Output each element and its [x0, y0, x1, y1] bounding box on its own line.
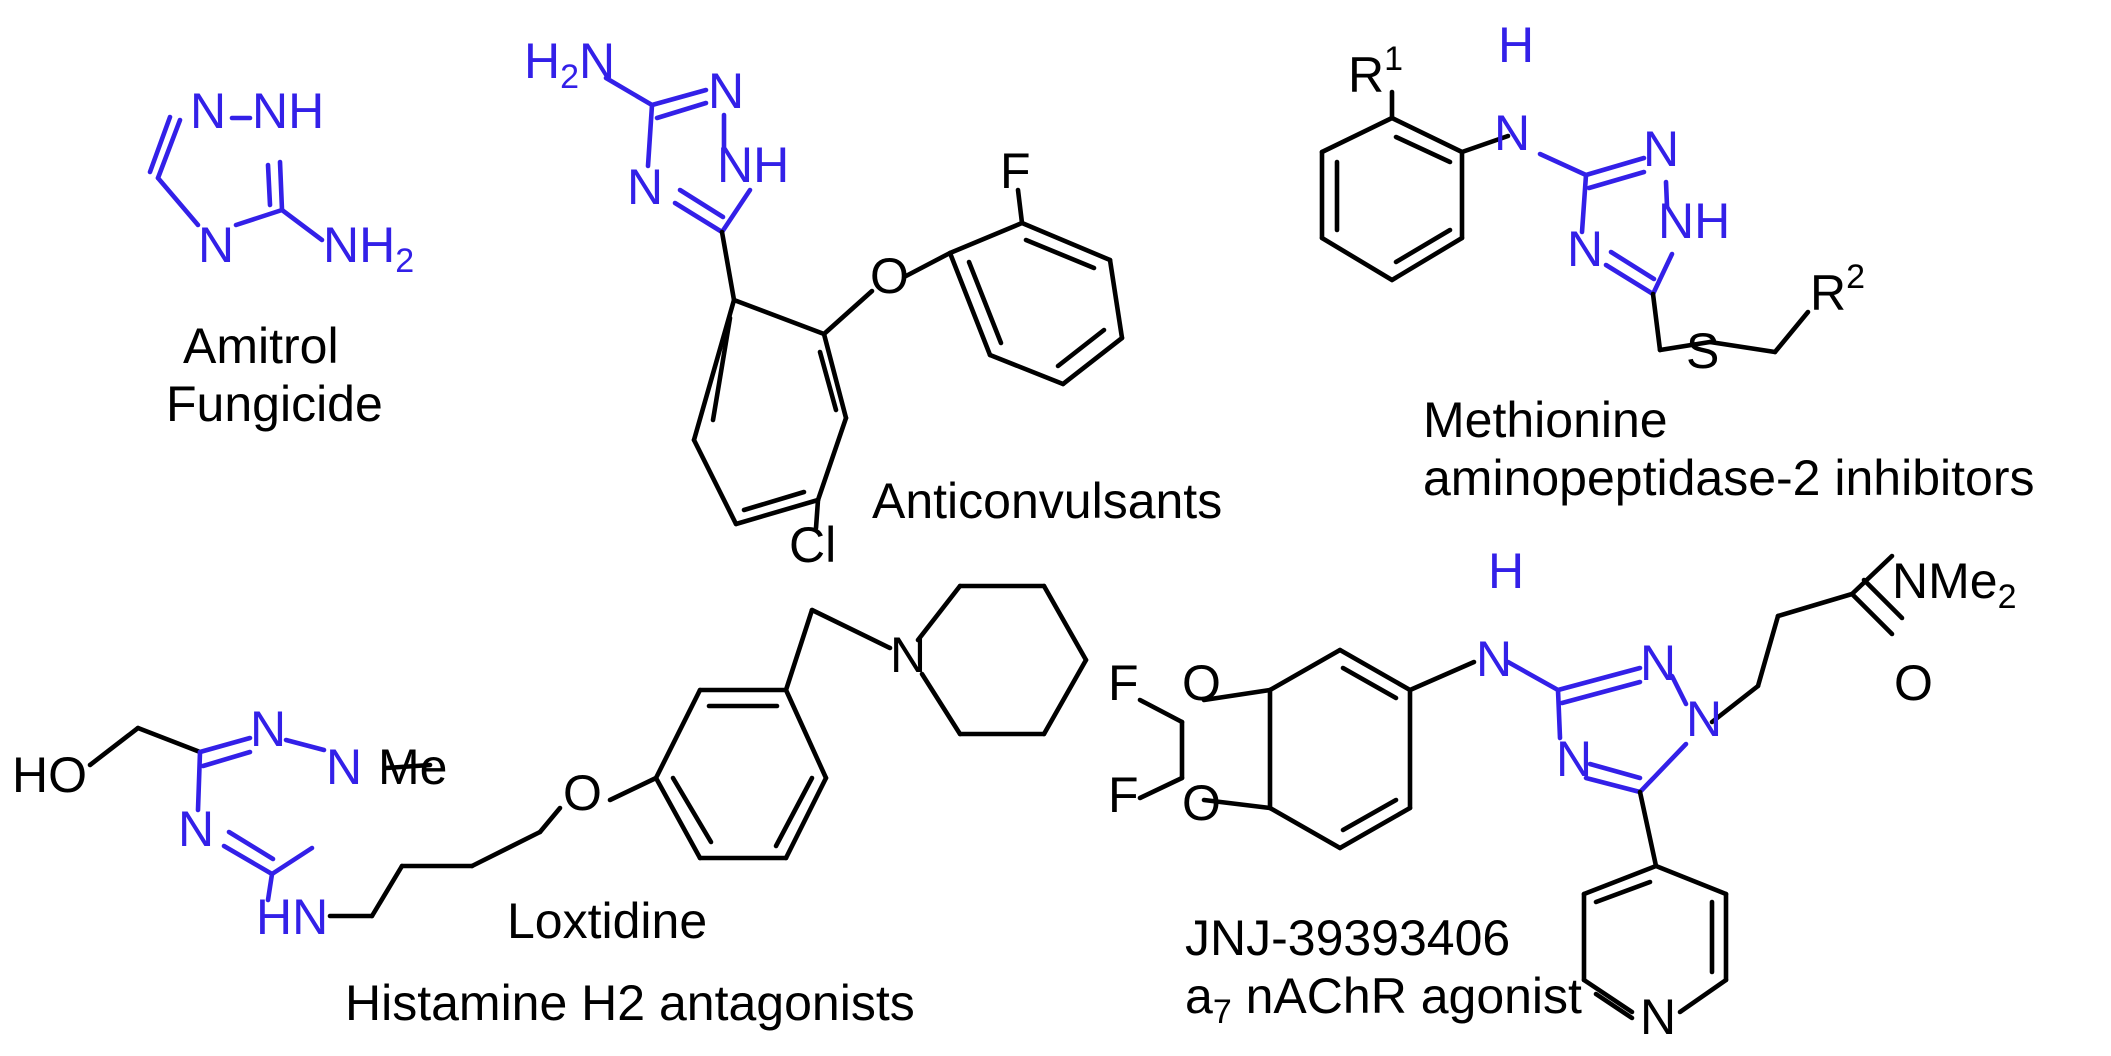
- methionine-use-label: aminopeptidase-2 inhibitors: [1423, 450, 2034, 506]
- amitrol-structure: N NH N NH2: [147, 83, 414, 280]
- atom-n: N: [1640, 635, 1676, 691]
- atom-n: N: [1643, 121, 1679, 177]
- atom-n: N: [178, 801, 214, 857]
- atom-hn: HN: [256, 889, 328, 945]
- atom-n: N: [1686, 691, 1722, 747]
- jnj-structure: F F O O H N N N N NMe2 O N: [1108, 543, 2017, 1045]
- atom-h: H: [1488, 543, 1524, 599]
- atom-nme2: NMe2: [1892, 553, 2017, 616]
- atom-n: N: [708, 63, 744, 119]
- methionine-name-label: Methionine: [1423, 392, 1668, 448]
- atom-n: N: [250, 701, 286, 757]
- atom-o: O: [1182, 655, 1221, 711]
- atom-o: O: [563, 765, 602, 821]
- atom-nh: NH: [252, 83, 324, 139]
- atom-n: N: [1476, 631, 1512, 687]
- methionine-inhibitor-structure: R1 H N N NH N S R2: [1319, 17, 1865, 379]
- amitrol-use-label: Fungicide: [166, 376, 383, 432]
- atom-nh: NH: [717, 137, 789, 193]
- atom-ho: HO: [12, 747, 87, 803]
- atom-cl: Cl: [789, 517, 836, 573]
- atom-h2n: H2N: [524, 33, 615, 96]
- atom-f: F: [1108, 767, 1139, 823]
- atom-n: N: [890, 627, 926, 683]
- atom-s: S: [1686, 323, 1719, 379]
- atom-me: Me: [378, 739, 447, 795]
- atom-f: F: [1000, 143, 1031, 199]
- atom-n: N: [1640, 989, 1676, 1045]
- amitrol-name-label: Amitrol: [183, 318, 339, 374]
- atom-n: N: [1556, 731, 1592, 787]
- atom-n: N: [190, 83, 226, 139]
- atom-o: O: [1894, 655, 1933, 711]
- atom-n: N: [1567, 221, 1603, 277]
- loxtidine-structure: HO N N Me N HN O N: [12, 583, 1089, 945]
- jnj-code-label: JNJ-39393406: [1185, 910, 1510, 966]
- atom-n: N: [627, 159, 663, 215]
- atom-o: O: [870, 248, 909, 304]
- loxtidine-label: Loxtidine: [507, 893, 707, 949]
- atom-r2: R2: [1810, 258, 1865, 321]
- atom-n: N: [198, 217, 234, 273]
- jnj-use-label: a7 nAChR agonist: [1185, 968, 1582, 1031]
- atom-r1: R1: [1348, 40, 1403, 103]
- atom-n: N: [326, 739, 362, 795]
- atom-n: N: [1494, 105, 1530, 161]
- anticonvulsant-structure: H2N N NH N O F Cl: [524, 33, 1125, 573]
- anticonvulsants-label: Anticonvulsants: [872, 473, 1222, 529]
- atom-nh: NH: [1658, 193, 1730, 249]
- atom-o: O: [1182, 775, 1221, 831]
- atom-h: H: [1498, 17, 1534, 73]
- atom-nh2: NH2: [323, 217, 414, 280]
- atom-f: F: [1108, 655, 1139, 711]
- histamine-label: Histamine H2 antagonists: [345, 975, 915, 1031]
